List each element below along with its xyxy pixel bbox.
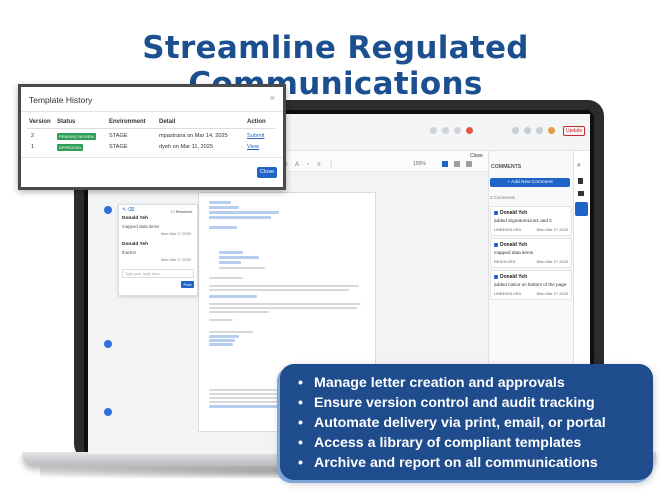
thread-message: thanks! [122, 250, 137, 255]
feature-item: Ensure version control and audit trackin… [298, 393, 606, 413]
status-badge: APPROVED [57, 144, 84, 151]
comments-tab-icon[interactable] [575, 202, 588, 216]
edit-icon[interactable]: ✎ ⌫ [122, 208, 135, 213]
column-header: Detail [159, 119, 176, 125]
history-icon[interactable] [524, 127, 531, 134]
environment-cell: STAGE [109, 144, 128, 150]
star-icon[interactable] [454, 127, 461, 134]
zoom-select[interactable]: 100% [413, 161, 426, 167]
resolved-checkbox[interactable]: ☐ Resolved [171, 209, 193, 214]
puzzle-icon[interactable] [578, 191, 584, 196]
version-cell: 2 [31, 133, 35, 139]
thread-date: Mon Mar 17 2025 [161, 258, 191, 262]
features-box: Manage letter creation and approvals Ens… [280, 364, 653, 480]
update-button[interactable]: Update [563, 126, 586, 136]
extension-icon[interactable] [430, 127, 437, 134]
view-link[interactable]: View [247, 144, 260, 150]
ruler-icon[interactable] [466, 161, 472, 167]
feature-item: Manage letter creation and approvals [298, 373, 606, 393]
search-icon[interactable]: ⌕ [577, 162, 581, 169]
submit-link[interactable]: Submit [247, 133, 265, 139]
marker-dot [104, 206, 112, 214]
download-icon[interactable] [536, 127, 543, 134]
feature-item: Automate delivery via print, email, or p… [298, 413, 606, 433]
close-icon[interactable]: × [269, 93, 275, 103]
column-header: Environment [109, 119, 146, 125]
trash-icon[interactable] [578, 178, 583, 184]
column-header: Status [57, 119, 76, 125]
profile-icon[interactable] [466, 127, 473, 134]
headline: Streamline Regulated Communications [142, 30, 529, 102]
close-button[interactable]: Close [257, 167, 277, 178]
account-icon[interactable] [548, 127, 555, 134]
thread-date: Mon Mar 17 2025 [161, 232, 191, 236]
template-history-modal: Template History × Version Status Enviro… [18, 84, 286, 190]
share-icon[interactable] [442, 127, 449, 134]
detail-cell: dyeh on Mar 11, 2025 [159, 144, 214, 150]
marker-dot [104, 408, 112, 416]
features-list: Manage letter creation and approvals Ens… [298, 373, 606, 473]
column-header: Version [29, 119, 51, 125]
thread-author: Donald Yeh [122, 216, 149, 221]
status-badge: PENDING REVIEW [57, 133, 97, 140]
modal-title: Template History [29, 95, 93, 105]
feature-item: Access a library of compliant templates [298, 433, 606, 453]
environment-cell: STAGE [109, 133, 128, 139]
bookmark-icon[interactable] [512, 127, 519, 134]
close-link[interactable]: Close [470, 153, 483, 159]
thread-author: Donald Yeh [122, 242, 149, 247]
comments-count: 3 Comments [490, 195, 515, 200]
feature-item: Archive and report on all communications [298, 453, 606, 473]
add-comment-button[interactable]: + Add New Comment [490, 178, 570, 187]
grid-icon[interactable] [454, 161, 460, 167]
comment-card[interactable]: Donald Yeh mapped data items RESOLVED Mo… [490, 238, 572, 268]
comment-thread: ✎ ⌫ ☐ Resolved Donald Yeh mapped data it… [118, 204, 198, 296]
detail-cell: mpastrana on Mar 14, 2025 [159, 133, 228, 139]
layout-icon[interactable] [442, 161, 448, 167]
formatting-toolbar[interactable]: I A ⁃ ≡ ⋮ [286, 162, 338, 168]
comments-title: COMMENTS [491, 164, 522, 170]
reply-input[interactable]: Type your reply here [122, 269, 194, 278]
post-button[interactable]: Post [181, 281, 194, 288]
thread-message: mapped data items [122, 224, 160, 229]
marker-dot [104, 340, 112, 348]
comment-card[interactable]: Donald Yeh added notice on bottom of the… [490, 270, 572, 300]
column-header: Action [247, 119, 266, 125]
version-cell: 1 [31, 144, 35, 150]
comment-card[interactable]: Donald Yeh added SignatureLine1 and 2 UN… [490, 206, 572, 236]
